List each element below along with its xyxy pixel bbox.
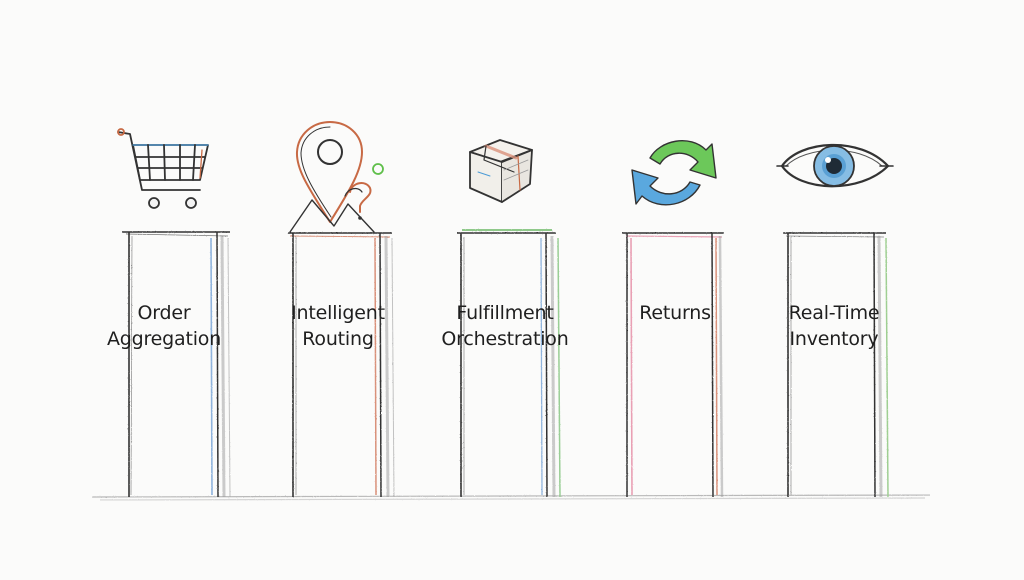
label-line: Orchestration bbox=[441, 328, 569, 350]
label-line: Order bbox=[137, 302, 191, 324]
pillar-label-returns: Returns bbox=[590, 300, 760, 326]
label-line: Fulfillment bbox=[456, 302, 554, 324]
label-line: Inventory bbox=[789, 328, 879, 350]
pillar-label-routing: Intelligent Routing bbox=[253, 300, 423, 352]
label-line: Real-Time bbox=[788, 302, 880, 324]
label-line: Routing bbox=[302, 328, 374, 350]
pillar-routing bbox=[288, 232, 395, 498]
refresh-arrows-icon bbox=[631, 140, 717, 206]
eye-icon bbox=[776, 143, 894, 188]
location-pin-question-icon bbox=[289, 121, 384, 233]
pillar-label-fulfillment: Fulfillment Orchestration bbox=[420, 300, 590, 352]
pillar-order bbox=[122, 231, 231, 498]
pillar-label-order: Order Aggregation bbox=[79, 300, 249, 352]
pillar-returns bbox=[622, 232, 724, 498]
pillar-label-inventory: Real-Time Inventory bbox=[749, 300, 919, 352]
pillar-inventory bbox=[783, 232, 889, 498]
pillar-fulfillment bbox=[457, 229, 561, 498]
label-line: Intelligent bbox=[291, 302, 385, 324]
label-line: Returns bbox=[639, 302, 711, 324]
shopping-cart-icon bbox=[117, 128, 209, 209]
ground-line bbox=[91, 494, 931, 501]
package-box-icon bbox=[469, 139, 533, 203]
label-line: Aggregation bbox=[106, 328, 222, 350]
